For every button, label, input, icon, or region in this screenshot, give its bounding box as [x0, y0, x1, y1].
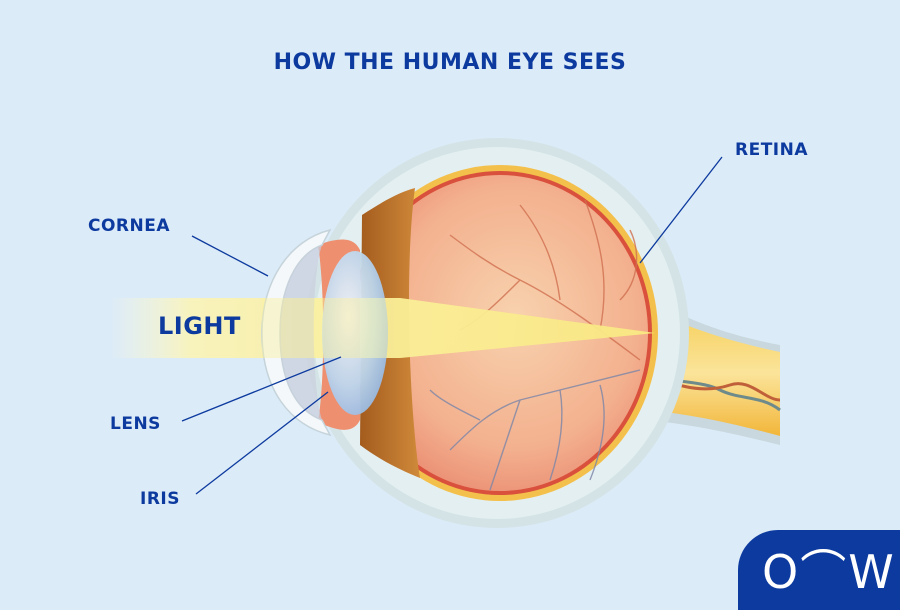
lens-leader-line	[181, 356, 342, 422]
label-light: LIGHT	[158, 312, 241, 340]
cornea-leader-line	[191, 235, 269, 277]
label-lens: LENS	[110, 414, 161, 434]
iris-leader-line	[195, 391, 329, 495]
brand-logo-text: O⌒W	[762, 545, 896, 599]
label-retina: RETINA	[735, 140, 809, 160]
label-iris: IRIS	[140, 489, 180, 509]
lens	[322, 251, 388, 415]
leader-lines	[181, 156, 723, 495]
label-cornea: CORNEA	[88, 216, 171, 236]
page-title: HOW THE HUMAN EYE SEES	[273, 50, 627, 75]
retina-leader-line	[639, 156, 723, 264]
brand-logo	[738, 530, 900, 610]
